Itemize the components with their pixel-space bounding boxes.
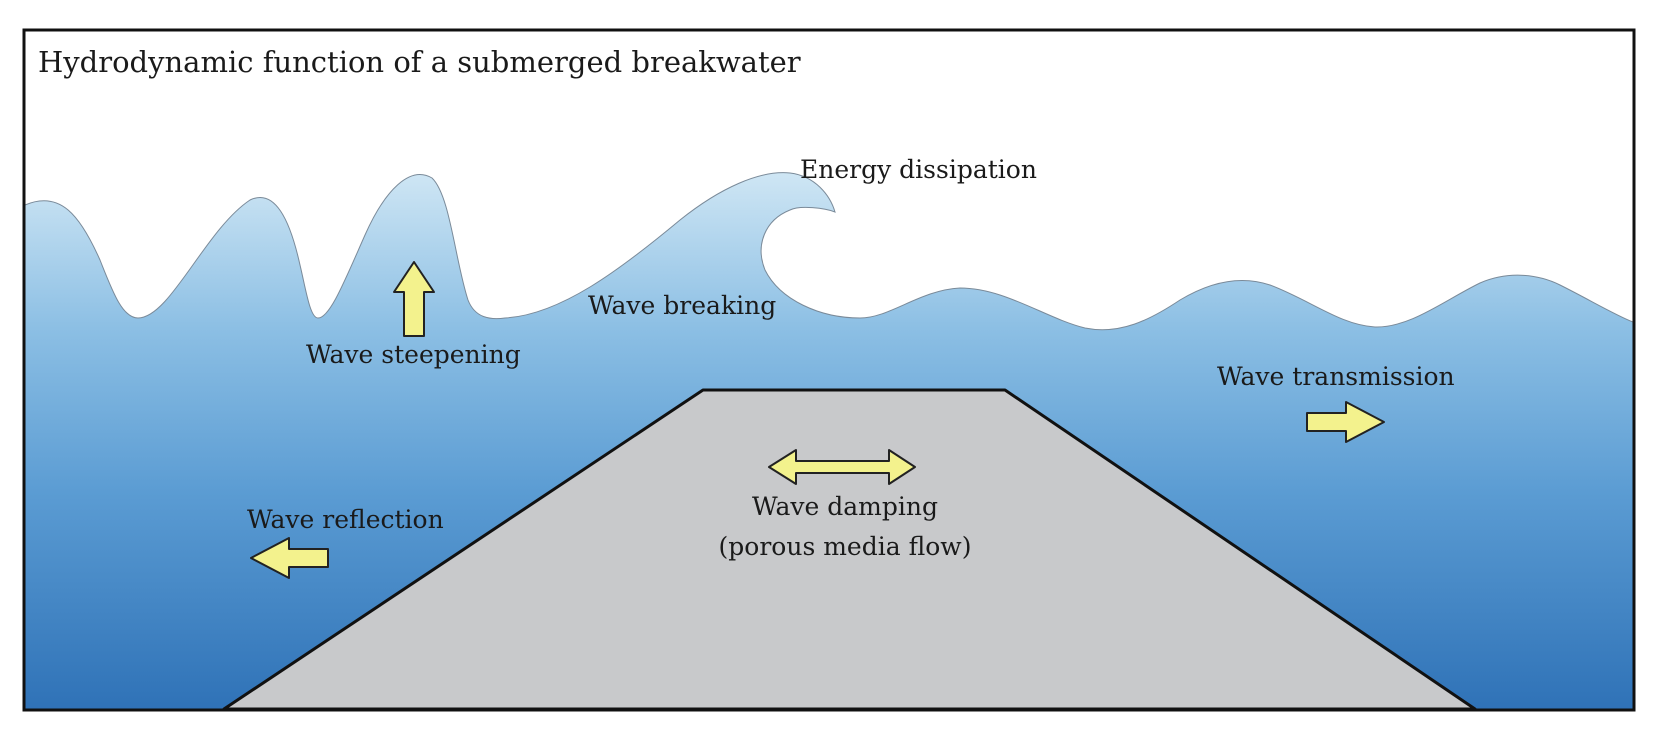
transmission-arrow-icon bbox=[1306, 401, 1385, 443]
diagram-border bbox=[22, 28, 1636, 712]
reflection-arrow-icon bbox=[250, 537, 329, 579]
label-wave-damping: Wave damping bbox=[752, 492, 938, 521]
label-porous-media-flow: (porous media flow) bbox=[719, 532, 972, 561]
diagram-title: Hydrodynamic function of a submerged bre… bbox=[38, 45, 801, 79]
damping-double-arrow-icon bbox=[768, 449, 916, 485]
label-wave-transmission: Wave transmission bbox=[1217, 362, 1455, 391]
label-energy-dissipation: Energy dissipation bbox=[800, 155, 1037, 184]
label-wave-reflection: Wave reflection bbox=[247, 505, 444, 534]
steepening-arrow-icon bbox=[393, 261, 435, 337]
label-wave-breaking: Wave breaking bbox=[588, 291, 776, 320]
label-wave-steepening: Wave steepening bbox=[306, 340, 521, 369]
